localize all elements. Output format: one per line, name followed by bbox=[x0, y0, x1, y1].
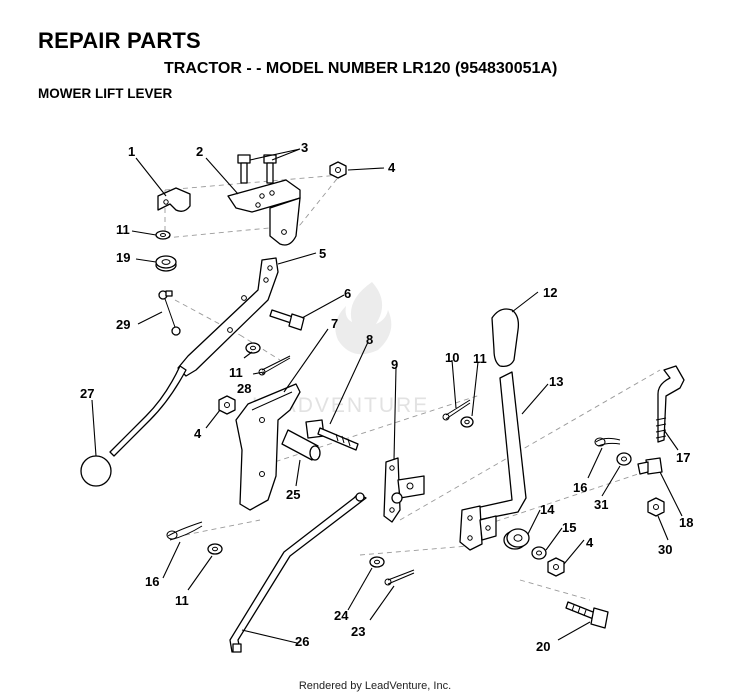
callout-3: 3 bbox=[301, 140, 308, 155]
callout-28: 28 bbox=[237, 381, 251, 396]
callout-30: 30 bbox=[658, 542, 672, 557]
leader-lines bbox=[91, 148, 683, 644]
callout-20: 20 bbox=[536, 639, 550, 654]
callout-7: 7 bbox=[331, 316, 338, 331]
part-29-link bbox=[158, 290, 181, 336]
assembly-guide-lines bbox=[164, 174, 661, 601]
part-16-hair-pin bbox=[166, 521, 203, 541]
callout-16: 16 bbox=[145, 574, 159, 589]
footer-credit: Rendered by LeadVenture, Inc. bbox=[298, 680, 452, 692]
part-20-bolt bbox=[565, 601, 609, 629]
part-16-hair-pin bbox=[594, 437, 621, 447]
callout-numbers: 1 2 3 4 5 6 7 8 9 10 11 11 11 11 12 13 1… bbox=[80, 140, 693, 654]
callout-18: 18 bbox=[679, 515, 693, 530]
part-8-bolt bbox=[305, 419, 359, 451]
part-10-cotter-pin bbox=[442, 399, 471, 421]
part-24-washer bbox=[369, 556, 385, 568]
part-25-spacer bbox=[281, 429, 321, 461]
part-30-nut bbox=[647, 497, 665, 517]
callout-4: 4 bbox=[388, 160, 396, 175]
callout-31: 31 bbox=[594, 497, 608, 512]
part-7-lift-plate bbox=[235, 383, 301, 511]
part-26-rod bbox=[229, 492, 367, 653]
part-9-pivot-bracket bbox=[383, 457, 425, 523]
callout-9: 9 bbox=[391, 357, 398, 372]
callout-15: 15 bbox=[562, 520, 576, 535]
callout-10: 10 bbox=[445, 350, 459, 365]
part-1-clip bbox=[157, 187, 191, 212]
callout-29: 29 bbox=[116, 317, 130, 332]
part-4-nut bbox=[547, 557, 565, 577]
callout-8: 8 bbox=[366, 332, 373, 347]
part-11-washer bbox=[460, 416, 474, 428]
callout-11: 11 bbox=[116, 222, 130, 237]
part-11-washer bbox=[245, 342, 261, 354]
model-subtitle: TRACTOR - - MODEL NUMBER LR120 (95483005… bbox=[164, 60, 558, 77]
callout-2: 2 bbox=[196, 144, 203, 159]
part-2-bracket bbox=[227, 179, 301, 246]
part-4-nut bbox=[329, 161, 347, 179]
part-17-adjustment-rod bbox=[655, 365, 685, 443]
callout-23: 23 bbox=[351, 624, 365, 639]
callout-13: 13 bbox=[549, 374, 563, 389]
callout-14: 14 bbox=[540, 502, 555, 517]
part-13-lift-lever bbox=[459, 371, 527, 551]
part-6-bolt bbox=[269, 309, 305, 331]
part-11-washer bbox=[207, 543, 223, 555]
callout-19: 19 bbox=[116, 250, 130, 265]
part-12-grip bbox=[491, 308, 520, 368]
part-14-bushing bbox=[503, 528, 530, 550]
part-4-nut bbox=[218, 395, 236, 415]
part-18-trunnion bbox=[637, 457, 663, 475]
part-19-bushing bbox=[155, 255, 177, 272]
section-title: MOWER LIFT LEVER bbox=[38, 86, 173, 101]
part-5-lift-arm bbox=[109, 257, 279, 457]
callout-26: 26 bbox=[295, 634, 309, 649]
callout-16: 16 bbox=[573, 480, 587, 495]
callout-27: 27 bbox=[80, 386, 94, 401]
callout-1: 1 bbox=[128, 144, 135, 159]
callout-4: 4 bbox=[194, 426, 202, 441]
part-28-cotter-pin bbox=[258, 355, 291, 376]
callout-11: 11 bbox=[473, 351, 487, 366]
part-11-washer bbox=[155, 230, 171, 240]
part-31-washer bbox=[616, 452, 632, 466]
callout-5: 5 bbox=[319, 246, 326, 261]
callout-25: 25 bbox=[286, 487, 300, 502]
part-3-bolts bbox=[237, 154, 277, 184]
part-23-cotter-pin bbox=[384, 569, 415, 586]
callout-11: 11 bbox=[175, 593, 189, 608]
page-title: REPAIR PARTS bbox=[38, 28, 201, 53]
callout-11: 11 bbox=[229, 365, 243, 380]
callout-12: 12 bbox=[543, 285, 557, 300]
callout-17: 17 bbox=[676, 450, 690, 465]
part-15-washer bbox=[531, 546, 547, 560]
callout-6: 6 bbox=[344, 286, 351, 301]
part-27-knob bbox=[80, 455, 112, 487]
callout-4: 4 bbox=[586, 535, 594, 550]
callout-24: 24 bbox=[334, 608, 349, 623]
